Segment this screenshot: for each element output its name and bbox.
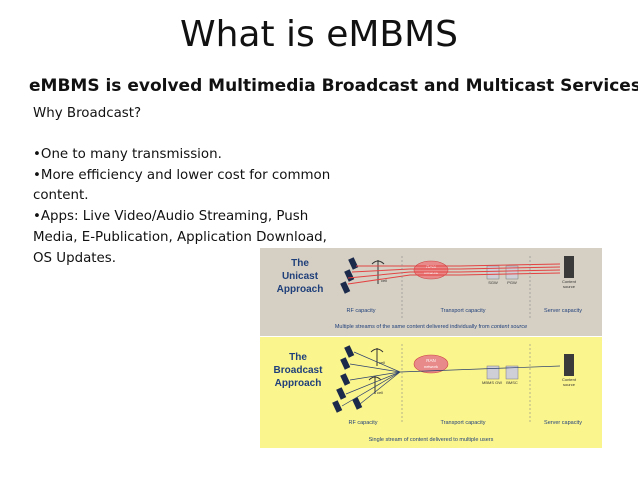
broadcast-source-label: Content bbox=[562, 377, 577, 382]
unicast-server-icon bbox=[564, 256, 574, 278]
unicast-server-capacity: Server capacity bbox=[544, 308, 582, 314]
broadcast-server-capacity: Server capacity bbox=[544, 420, 582, 426]
broadcast-capacity-labels: RF capacity Transport capacity Server ca… bbox=[348, 420, 582, 426]
unicast-caption: Multiple streams of the same content del… bbox=[335, 324, 527, 330]
unicast-streams bbox=[347, 263, 561, 285]
unicast-label: The Unicast Approach bbox=[277, 258, 324, 295]
broadcast-ran-label: RAN bbox=[426, 358, 436, 363]
unicast-source-label: Content bbox=[562, 279, 577, 284]
broadcast-mbmsgw-label: MBMS GW bbox=[482, 380, 502, 385]
broadcast-cell-label: cell bbox=[379, 360, 385, 365]
unicast-broadcast-diagram: The Unicast Approach cell RAN network SG… bbox=[260, 248, 602, 448]
unicast-label-unicast: Unicast bbox=[282, 271, 319, 282]
slide-subtitle: eMBMS is evolved Multimedia Broadcast an… bbox=[29, 76, 638, 96]
broadcast-label-approach: Approach bbox=[275, 378, 322, 389]
unicast-caption-source: content source bbox=[491, 324, 527, 330]
unicast-sgw-label: SGW bbox=[488, 280, 498, 285]
broadcast-mbmsgw-icon bbox=[486, 365, 500, 380]
broadcast-stream bbox=[341, 351, 561, 407]
bullet-apps: •Apps: Live Video/Audio Streaming, Push … bbox=[33, 209, 327, 266]
broadcast-source-label-2: source bbox=[563, 382, 576, 387]
broadcast-tower-icons bbox=[368, 348, 384, 394]
broadcast-label-the: The bbox=[289, 352, 307, 363]
unicast-caption-text: Multiple streams of the same content del… bbox=[335, 324, 491, 330]
unicast-rf-capacity: RF capacity bbox=[346, 308, 375, 314]
broadcast-panel bbox=[260, 337, 602, 448]
broadcast-server-icon bbox=[564, 354, 574, 376]
broadcast-caption: Single stream of content delivered to mu… bbox=[369, 437, 494, 443]
intro-line: Why Broadcast? bbox=[33, 106, 142, 121]
unicast-label-approach: Approach bbox=[277, 284, 324, 295]
unicast-source-label-2: source bbox=[563, 284, 576, 289]
broadcast-label: The Broadcast Approach bbox=[274, 352, 324, 389]
broadcast-rf-capacity: RF capacity bbox=[348, 420, 377, 426]
unicast-dividers bbox=[401, 256, 531, 320]
broadcast-bmsc-icon bbox=[505, 365, 519, 380]
broadcast-dividers bbox=[401, 344, 531, 424]
unicast-cell-label: cell bbox=[381, 278, 387, 283]
unicast-pgw-label: PGW bbox=[507, 280, 517, 285]
unicast-transport-capacity: Transport capacity bbox=[440, 308, 485, 314]
unicast-phone-icons bbox=[340, 257, 359, 294]
broadcast-label-broadcast: Broadcast bbox=[274, 365, 324, 376]
unicast-sgw-icon bbox=[486, 265, 500, 280]
slide-title: What is eMBMS bbox=[179, 14, 459, 55]
broadcast-ran-cloud-icon bbox=[413, 354, 449, 374]
bullet-one-to-many: •One to many transmission. bbox=[33, 146, 222, 162]
bullet-efficiency: •More efficiency and lower cost for comm… bbox=[33, 167, 331, 204]
broadcast-ran-network-label: network bbox=[424, 364, 438, 369]
broadcast-phone-icons bbox=[332, 345, 363, 413]
broadcast-cell-label-2: cell bbox=[377, 390, 383, 395]
broadcast-transport-capacity: Transport capacity bbox=[440, 420, 485, 426]
unicast-capacity-labels: RF capacity Transport capacity Server ca… bbox=[346, 308, 582, 314]
body-text: Why Broadcast? •One to many transmission… bbox=[33, 104, 333, 270]
broadcast-bmsc-label: BMSC bbox=[506, 380, 518, 385]
unicast-pgw-icon bbox=[505, 265, 519, 280]
unicast-label-the: The bbox=[291, 258, 309, 269]
